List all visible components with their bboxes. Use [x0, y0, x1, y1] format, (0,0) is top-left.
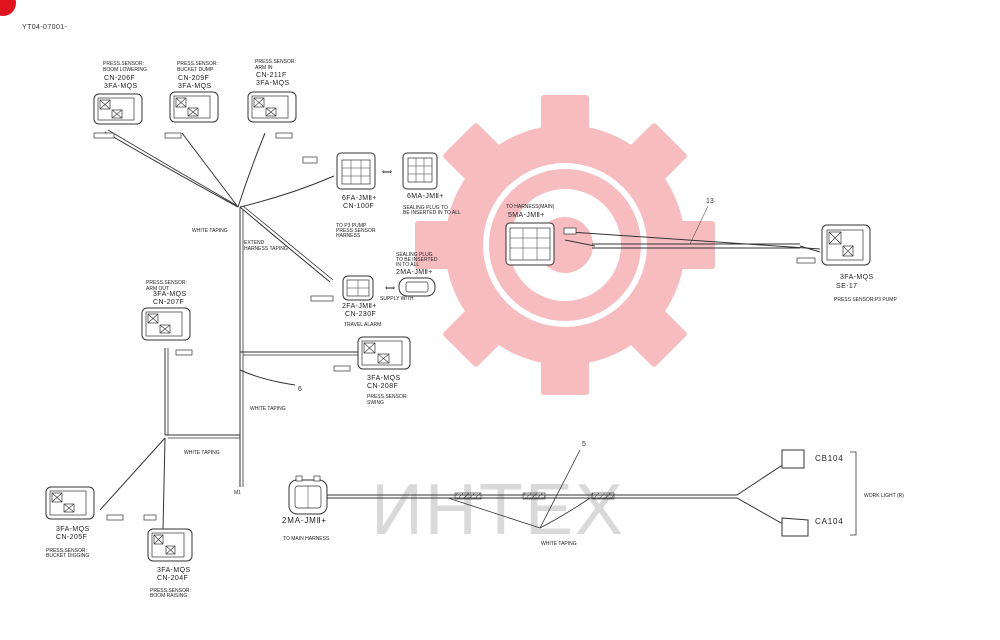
connector-cn100f: 6FA-JMⅡ+ CN-100F TO P3 PUMP PRESS SENSOR…: [302, 152, 377, 239]
connector-ca104: CA104: [781, 517, 843, 537]
taping-label-2: WHITE TAPING: [250, 406, 286, 412]
svg-text:BE INSERTED IN TO ALL: BE INSERTED IN TO ALL: [403, 210, 461, 216]
svg-text:CB104: CB104: [815, 454, 843, 463]
document-code: YT04-07001-: [22, 24, 68, 31]
svg-text:3FA-MQS: 3FA-MQS: [153, 291, 187, 298]
svg-text:3FA-MQS: 3FA-MQS: [104, 83, 138, 90]
taping-label-1: WHITE TAPING: [192, 228, 228, 234]
svg-text:PRESS.SENSOR:: PRESS.SENSOR:: [103, 61, 144, 67]
svg-text:PRESS.SENSOR:: PRESS.SENSOR:: [46, 548, 87, 554]
connector-cn207f: PRESS.SENSOR: ARM OUT 3FA-MQS CN-207F: [141, 280, 193, 356]
arrow-double-icon-2: ⟺: [385, 285, 395, 292]
callout-13: 13: [706, 198, 714, 205]
callout-6: 6: [298, 386, 302, 393]
svg-text:TO MAIN HARNESS: TO MAIN HARNESS: [283, 536, 330, 542]
svg-text:2MA-JMⅡ+: 2MA-JMⅡ+: [282, 516, 327, 525]
svg-text:2FA-JMⅡ+: 2FA-JMⅡ+: [342, 303, 377, 310]
work-light-bracket: [850, 451, 857, 536]
svg-text:CN-230F: CN-230F: [345, 311, 376, 318]
svg-text:PRESS.SENSOR:: PRESS.SENSOR:: [177, 61, 218, 67]
corner-badge: [0, 0, 16, 16]
connector-main-harness: TO HARNESS(MAIN) 5MA-JMⅡ+: [505, 204, 577, 266]
svg-text:CN-206F: CN-206F: [104, 75, 135, 82]
svg-text:PRESS.SENSOR:: PRESS.SENSOR:: [367, 394, 408, 400]
svg-text:3FA-MQS: 3FA-MQS: [157, 567, 191, 574]
extend-label-2: HARNESS TAPING: [244, 246, 288, 252]
svg-text:3FA-MQS: 3FA-MQS: [256, 80, 290, 87]
connector-cn204f: 3FA-MQS CN-204F PRESS.SENSOR: BOOM RAISI…: [143, 514, 193, 599]
work-light-label: WORK LIGHT (R): [864, 493, 904, 499]
svg-text:SUPPLY WITH: SUPPLY WITH: [380, 296, 414, 302]
svg-text:PRESS.SENSOR:: PRESS.SENSOR:: [255, 59, 296, 65]
callout-5: 5: [582, 441, 586, 448]
svg-text:BUCKET DIGGING: BUCKET DIGGING: [46, 553, 89, 559]
watermark-text: ИНТЕХ: [371, 470, 625, 550]
svg-text:3FA-MQS: 3FA-MQS: [56, 526, 90, 533]
connector-cb104: CB104: [781, 449, 843, 469]
svg-text:5MA-JMⅡ+: 5MA-JMⅡ+: [508, 212, 545, 219]
svg-text:3FA-MQS: 3FA-MQS: [367, 375, 401, 382]
svg-text:CN-208F: CN-208F: [367, 383, 398, 390]
svg-text:CN-100F: CN-100F: [343, 203, 374, 210]
arrow-double-icon: ⟺: [382, 169, 392, 176]
taping-hatch: [454, 492, 615, 500]
connector-plug6: 6MA-JMⅡ+ SEALING PLUG TO BE INSERTED IN …: [402, 152, 461, 216]
svg-text:SEALING PLUG: SEALING PLUG: [396, 252, 433, 258]
svg-text:CN-211F: CN-211F: [256, 72, 287, 79]
svg-text:TO HARNESS(MAIN): TO HARNESS(MAIN): [506, 204, 555, 210]
connector-mj2: 2MA-JMⅡ+ TO MAIN HARNESS: [282, 475, 330, 542]
svg-text:3FA-MQS: 3FA-MQS: [840, 274, 874, 281]
svg-text:TO BE INSERTED: TO BE INSERTED: [396, 257, 438, 263]
svg-text:BOOM RAISING: BOOM RAISING: [150, 593, 187, 599]
svg-text:CN-204F: CN-204F: [157, 575, 188, 582]
connector-cn211f: PRESS.SENSOR: ARM IN CN-211F 3FA-MQS: [247, 59, 297, 139]
svg-text:6MA-JMⅡ+: 6MA-JMⅡ+: [407, 193, 444, 200]
connector-cn230f: 2FA-JMⅡ+ CN-230F TRAVEL ALARM: [310, 275, 381, 328]
svg-text:3FA-MQS: 3FA-MQS: [178, 83, 212, 90]
svg-text:HARNESS: HARNESS: [336, 233, 361, 239]
svg-text:SWING: SWING: [367, 400, 384, 406]
svg-text:ARM OUT: ARM OUT: [146, 286, 169, 292]
svg-text:BOOM LOWERING: BOOM LOWERING: [103, 67, 147, 73]
connector-se17: 3FA-MQS SE-17 PRESS SENSOR:P3 PUMP: [796, 224, 897, 303]
svg-text:2MA-JMⅡ+: 2MA-JMⅡ+: [396, 269, 433, 276]
connector-cn208f: 3FA-MQS CN-208F PRESS.SENSOR: SWING: [333, 336, 411, 406]
svg-text:PRESS.SENSOR:: PRESS.SENSOR:: [150, 588, 191, 594]
svg-text:SE-17: SE-17: [836, 283, 857, 290]
svg-text:BUCKET DUMP: BUCKET DUMP: [177, 67, 214, 73]
svg-text:PRESS.SENSOR:: PRESS.SENSOR:: [146, 280, 187, 286]
svg-text:TO P3 PUMP: TO P3 PUMP: [336, 223, 367, 229]
harness-wires: [99, 129, 821, 531]
taping-label-3: WHITE TAPING: [184, 450, 220, 456]
connector-cn209f: PRESS.SENSOR: BUCKET DUMP CN-209F 3FA-MQ…: [164, 61, 219, 139]
svg-text:6FA-JMⅡ+: 6FA-JMⅡ+: [342, 195, 377, 202]
svg-text:PRESS SENSOR:P3 PUMP: PRESS SENSOR:P3 PUMP: [834, 297, 897, 303]
svg-text:SEALING PLUG TO: SEALING PLUG TO: [403, 205, 448, 211]
svg-text:CN-205F: CN-205F: [56, 534, 87, 541]
connector-cn206f-top: PRESS.SENSOR: BOOM LOWERING CN-206F 3FA-…: [93, 61, 147, 139]
svg-text:CA104: CA104: [815, 517, 843, 526]
svg-text:PRESS SENSOR: PRESS SENSOR: [336, 228, 376, 234]
svg-text:TRAVEL ALARM: TRAVEL ALARM: [344, 322, 381, 328]
callout-13-leader: [689, 205, 709, 245]
connector-cn205f: 3FA-MQS CN-205F PRESS.SENSOR: BUCKET DIG…: [45, 486, 124, 559]
connector-plug2: SEALING PLUG TO BE INSERTED IN TO ALL 2M…: [380, 252, 438, 302]
extend-label-1: EXTEND: [244, 240, 265, 246]
svg-text:IN TO ALL: IN TO ALL: [396, 262, 419, 268]
watermark-gear-icon: [415, 95, 715, 395]
svg-text:CN-209F: CN-209F: [178, 75, 209, 82]
svg-text:ARM IN: ARM IN: [255, 65, 273, 71]
svg-text:CN-207F: CN-207F: [153, 299, 184, 306]
taping-label-4: WHITE TAPING: [541, 541, 577, 547]
m1-label: M1: [234, 490, 241, 496]
